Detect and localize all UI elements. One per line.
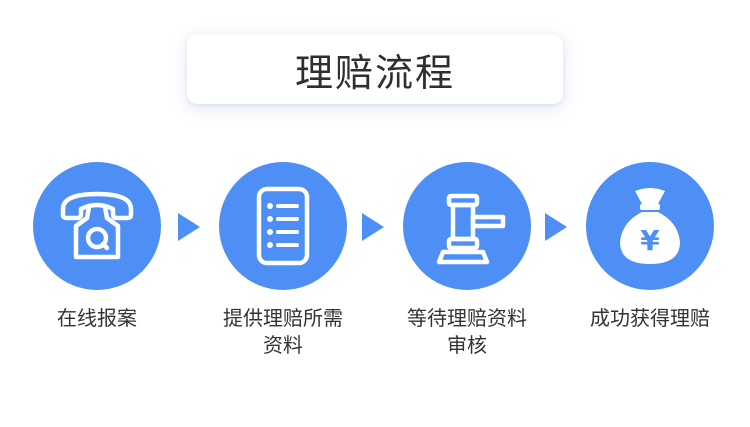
step-2-label-line-2: 资料 xyxy=(263,333,303,357)
step-2-label-line-1: 提供理赔所需 xyxy=(223,306,343,330)
page-title: 理赔流程 xyxy=(294,50,455,95)
yen-symbol: ¥ xyxy=(640,224,660,257)
step-3-label-line-1: 等待理赔资料 xyxy=(407,306,527,330)
gavel-icon xyxy=(436,193,506,265)
document-list-icon xyxy=(256,186,310,266)
arrow-3 xyxy=(545,213,567,241)
step-3-circle xyxy=(403,162,531,290)
telephone-icon xyxy=(60,191,134,260)
step-1-circle xyxy=(33,162,161,290)
arrow-1 xyxy=(178,213,200,241)
step-4-label: 成功获得理赔 xyxy=(565,305,735,332)
step-1-label: 在线报案 xyxy=(12,305,182,332)
step-1-label-line-1: 在线报案 xyxy=(57,306,137,330)
arrow-2 xyxy=(362,213,384,241)
step-3-label: 等待理赔资料 审核 xyxy=(382,305,552,359)
money-bag-icon: ¥ xyxy=(620,188,680,264)
step-3-label-line-2: 审核 xyxy=(447,333,487,357)
step-4-label-line-1: 成功获得理赔 xyxy=(590,306,710,330)
step-4-circle: ¥ xyxy=(586,162,714,290)
step-2-circle xyxy=(219,162,347,290)
title-card: 理赔流程 xyxy=(187,34,563,104)
step-2-label: 提供理赔所需 资料 xyxy=(198,305,368,359)
